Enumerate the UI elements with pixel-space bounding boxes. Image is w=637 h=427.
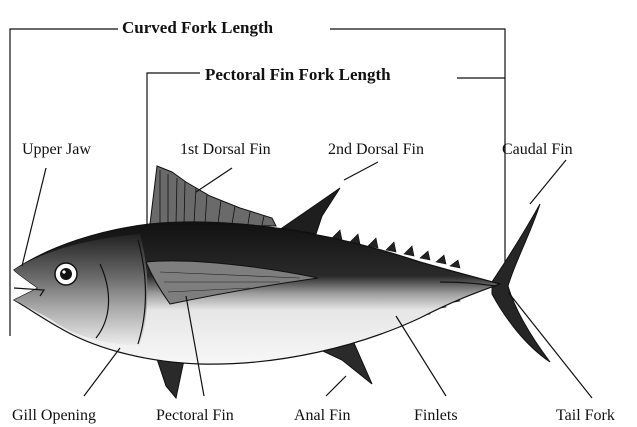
anal-fin-label: Anal Fin xyxy=(294,407,350,424)
caudal-fin-label: Caudal Fin xyxy=(502,141,573,158)
first-dorsal-fin-label: 1st Dorsal Fin xyxy=(180,141,271,158)
second-dorsal-fin-label: 2nd Dorsal Fin xyxy=(328,141,424,158)
caudal-fin xyxy=(492,204,550,362)
finlets-label: Finlets xyxy=(414,407,458,424)
tuna-fish xyxy=(14,166,550,398)
upper-jaw-label: Upper Jaw xyxy=(22,141,91,158)
tuna-head xyxy=(14,234,148,346)
second-dorsal-fin xyxy=(282,188,340,234)
first-dorsal-fin xyxy=(150,166,276,226)
pectoral-fin-fork-length-label: Pectoral Fin Fork Length xyxy=(205,65,391,84)
pectoral-fin-label: Pectoral Fin xyxy=(156,407,234,424)
gill-opening-label: Gill Opening xyxy=(12,407,96,424)
curved-fork-length-label: Curved Fork Length xyxy=(122,18,274,37)
tail-fork-label: Tail Fork xyxy=(556,407,615,424)
